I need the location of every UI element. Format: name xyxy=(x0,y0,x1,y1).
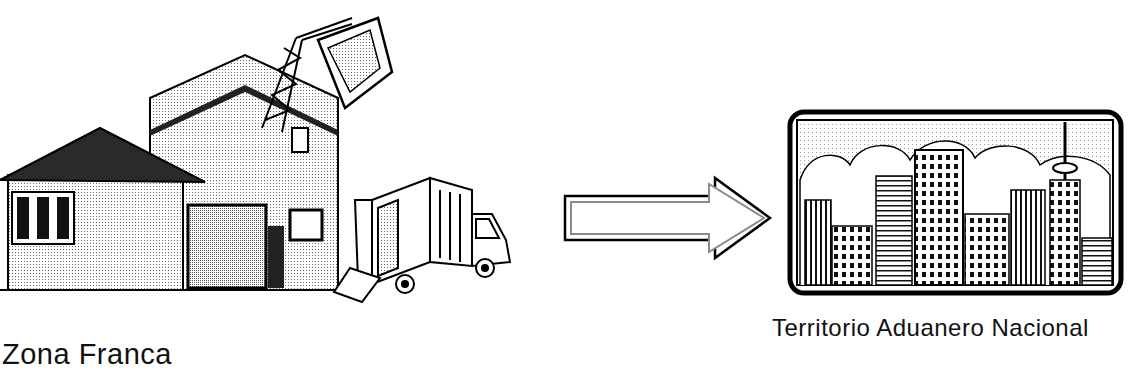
tower-disc xyxy=(1053,163,1077,173)
truck-interior xyxy=(378,200,398,276)
window-bar xyxy=(57,197,69,239)
city-building xyxy=(1011,190,1045,285)
truck-box-rear xyxy=(372,178,430,284)
truck-box-side xyxy=(430,178,472,266)
truck-wheel xyxy=(396,275,414,293)
territory-node: Territorio Aduanero Nacional xyxy=(770,100,1129,360)
crane-illustration xyxy=(262,18,392,132)
bin-inner xyxy=(328,30,380,92)
city-building xyxy=(805,200,831,285)
upper-window xyxy=(292,128,308,152)
warehouse-roof-trim xyxy=(150,85,338,136)
truck-windshield xyxy=(476,219,499,238)
warehouse-roof xyxy=(0,128,205,182)
truck-panel-line xyxy=(459,194,461,262)
wheel-hub xyxy=(482,265,488,271)
city-illustration xyxy=(790,112,1121,293)
node-label: Territorio Aduanero Nacional xyxy=(772,314,1089,342)
arrow-inner-outline xyxy=(571,184,764,252)
dump-bin xyxy=(318,18,392,108)
zone-node: Zona Franca xyxy=(0,0,560,391)
garage-door xyxy=(188,205,266,288)
city-building xyxy=(832,226,872,285)
warehouse-wing-wall xyxy=(8,175,183,290)
truck-cab xyxy=(472,214,510,266)
node-label: Zona Franca xyxy=(2,338,172,371)
block-arrow xyxy=(565,178,770,258)
truck-wheel xyxy=(476,259,494,277)
arrow-outline xyxy=(565,178,770,258)
truck-panel-line xyxy=(439,190,441,258)
window-bar xyxy=(17,197,29,239)
wall-window xyxy=(290,210,322,240)
city-scene xyxy=(800,122,1112,285)
city-building xyxy=(1082,238,1112,285)
city-building xyxy=(965,214,1009,285)
wheel-hub xyxy=(402,281,408,287)
city-cloud xyxy=(800,141,1110,285)
truck-ramp xyxy=(334,268,380,302)
city-building xyxy=(876,176,912,285)
city-frame xyxy=(790,112,1121,293)
truck-illustration xyxy=(334,178,510,302)
truck-panel-line xyxy=(449,192,451,260)
ground-line xyxy=(0,289,345,291)
window-frame xyxy=(12,192,74,244)
crane-lattice xyxy=(265,48,300,120)
city-tower xyxy=(1050,180,1080,285)
city-building xyxy=(915,150,963,285)
warehouse-illustration xyxy=(0,55,345,290)
side-door xyxy=(268,226,284,288)
window-bar xyxy=(37,197,49,239)
